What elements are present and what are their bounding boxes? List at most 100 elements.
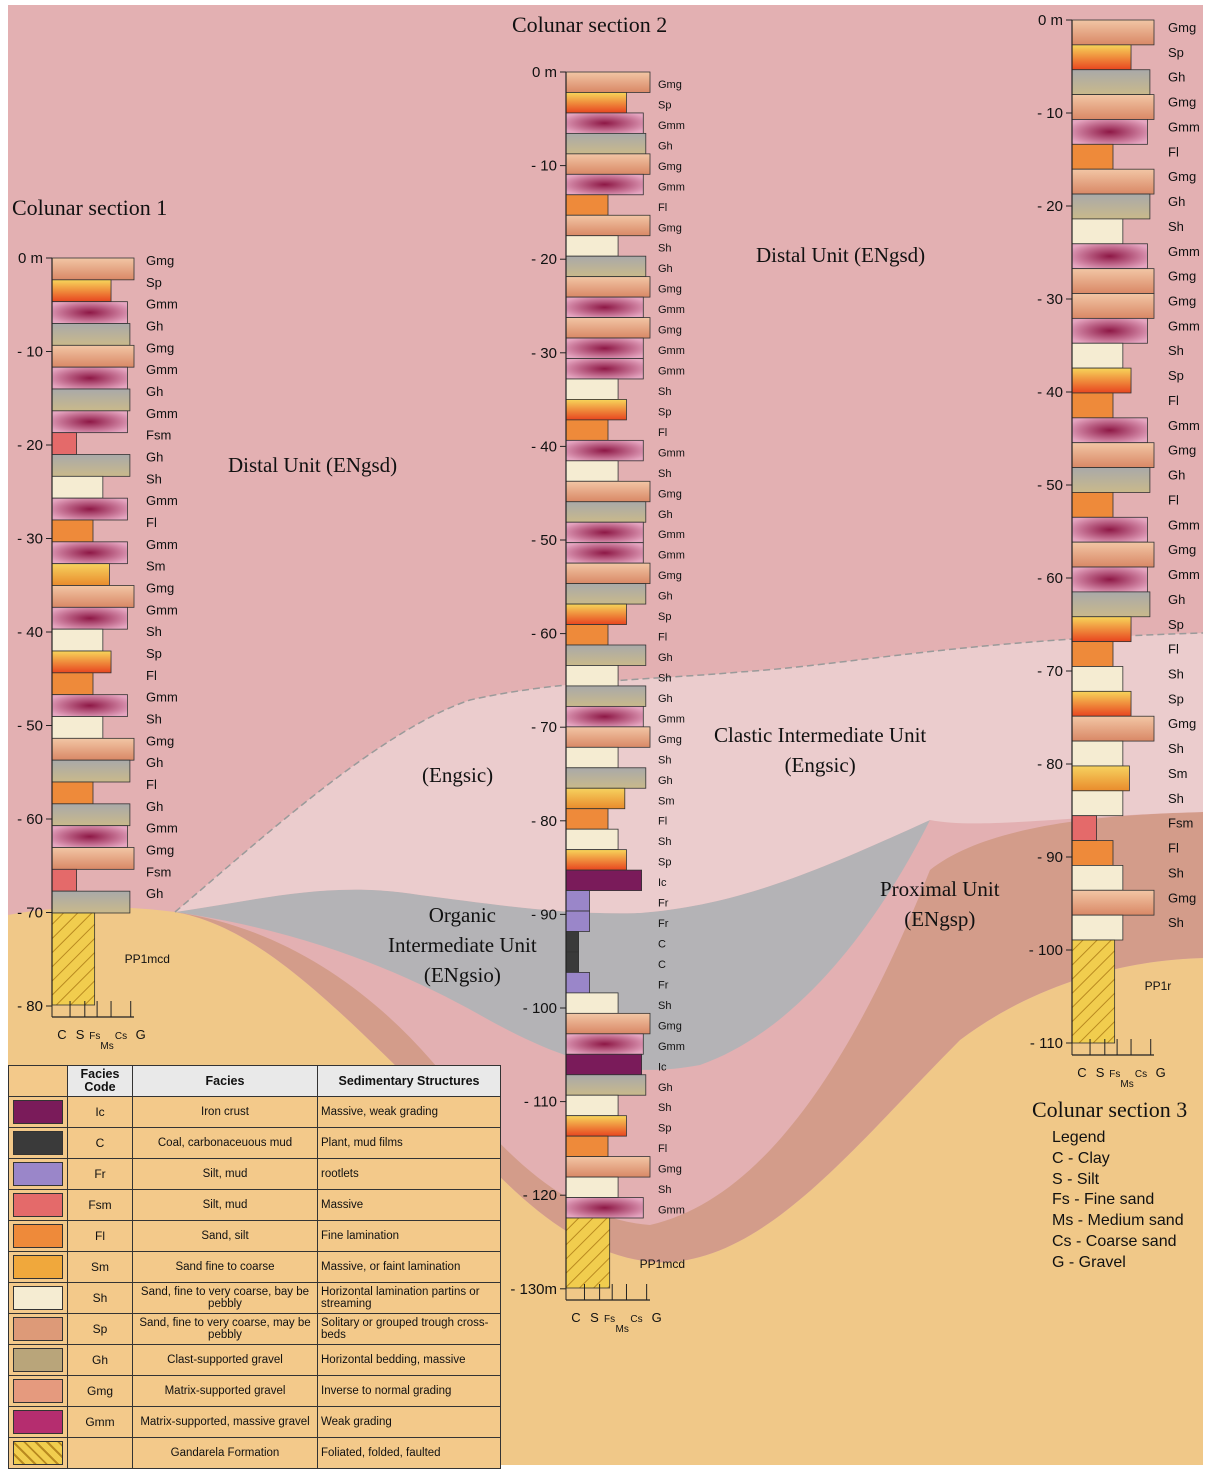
facies-label: Gmg xyxy=(658,734,682,746)
facies-label: Sh xyxy=(146,624,162,639)
facies-label: Gmg xyxy=(658,284,682,296)
facies-label: Ic xyxy=(658,1061,667,1073)
bed-sp xyxy=(1071,44,1132,71)
facies-label: Ic xyxy=(658,877,667,889)
facies-label: Gmm xyxy=(658,529,685,541)
facies-structures: Massive xyxy=(317,1189,501,1221)
facies-code: Ic xyxy=(67,1096,133,1128)
bed-sh xyxy=(1071,740,1124,767)
facies-label: Gmg xyxy=(1168,269,1196,284)
facies-label: Fsm xyxy=(146,428,171,443)
depth-label: - 30 xyxy=(1037,291,1063,308)
facies-label: Gh xyxy=(146,799,163,814)
bed-gmm xyxy=(565,173,644,196)
facies-label: Gmg xyxy=(1168,294,1196,309)
facies-label: Fl xyxy=(658,202,667,214)
legend-item: C - Clay xyxy=(1052,1149,1110,1167)
grain-size-label: S xyxy=(590,1310,599,1325)
depth-label: - 40 xyxy=(17,624,43,641)
bed-gmg xyxy=(51,847,135,870)
bed-gmm xyxy=(565,439,644,462)
bed-sh xyxy=(565,378,619,400)
facies-label: Gmm xyxy=(658,120,685,132)
facies-label: Gmg xyxy=(146,340,174,355)
bed-gmm xyxy=(51,606,128,630)
bed-gmg xyxy=(1071,442,1155,468)
depth-label: - 40 xyxy=(531,438,557,455)
facies-label: Gmm xyxy=(146,821,178,836)
legend-item: S - Silt xyxy=(1052,1170,1100,1188)
bed-gmg xyxy=(51,257,135,281)
bed-c xyxy=(565,931,580,953)
bed-gmg xyxy=(51,737,135,761)
bed-fl xyxy=(565,194,609,216)
bed-fl xyxy=(1071,392,1114,419)
facies-code: Sp xyxy=(67,1313,133,1345)
basement-bed xyxy=(51,912,96,1006)
facies-label: Fl xyxy=(146,777,157,792)
facies-label: Fl xyxy=(1168,144,1179,159)
basement-label: PP1mcd xyxy=(125,952,170,966)
facies-label: Sh xyxy=(658,1102,671,1114)
basement-label: PP1mcd xyxy=(640,1257,685,1271)
facies-label: Gmm xyxy=(658,447,685,459)
facies-swatch-cell xyxy=(8,1251,68,1283)
bed-sp xyxy=(1071,690,1132,717)
bed-gh xyxy=(565,132,647,155)
facies-swatch xyxy=(13,1286,63,1310)
depth-label: - 80 xyxy=(17,998,43,1015)
basement-label: PP1r xyxy=(1145,979,1172,993)
bed-sh xyxy=(565,992,619,1014)
distal-unit-label-right: Distal Unit (ENgsd) xyxy=(756,243,926,267)
facies-label: Gh xyxy=(658,1082,673,1094)
depth-label: - 50 xyxy=(1037,477,1063,494)
facies-swatch-cell xyxy=(8,1096,68,1128)
basement-bed xyxy=(565,1217,611,1289)
depth-label: - 120 xyxy=(523,1187,557,1204)
facies-label: Gmm xyxy=(658,1041,685,1053)
bed-gh xyxy=(1071,69,1151,95)
facies-label: Gh xyxy=(658,591,673,603)
section-2-column: GmgSpGmmGhGmgGmmFlGmgShGhGmgGmmGmgGmmGmm… xyxy=(510,64,685,1335)
facies-label: Fr xyxy=(658,918,669,930)
grain-size-label: C xyxy=(1077,1065,1086,1080)
bed-sh xyxy=(51,475,104,499)
facies-description: Matrix-supported, massive gravel xyxy=(132,1406,318,1438)
facies-label: Gmg xyxy=(1168,542,1196,557)
bed-gh xyxy=(565,644,647,666)
facies-label: Gmm xyxy=(658,713,685,725)
depth-label: - 40 xyxy=(1037,384,1063,401)
distal-unit-label-left: Distal Unit (ENgsd) xyxy=(228,453,398,477)
legend-title: Legend xyxy=(1052,1129,1106,1146)
legend-item: Cs - Coarse sand xyxy=(1052,1232,1177,1250)
bed-gmg xyxy=(1071,19,1155,46)
organic-intermediate-line-3: (ENgsio) xyxy=(423,963,501,987)
facies-swatch xyxy=(13,1317,63,1341)
facies-label: Gmm xyxy=(146,493,178,508)
bed-gmg xyxy=(1071,715,1155,742)
bed-gmg xyxy=(565,480,651,503)
depth-label: 0 m xyxy=(1038,12,1063,29)
facies-structures: Massive, or faint lamination xyxy=(317,1251,501,1283)
facies-description: Sand fine to coarse xyxy=(132,1251,318,1283)
bed-fl xyxy=(565,808,609,830)
facies-label: Gh xyxy=(146,886,163,901)
grain-size-legend: Legend C - Clay S - Silt Fs - Fine sand … xyxy=(1052,1128,1184,1274)
facies-label: Gh xyxy=(658,509,673,521)
facies-structures: Horizontal bedding, massive xyxy=(317,1344,501,1376)
bed-gh xyxy=(1071,591,1151,618)
bed-sh xyxy=(565,460,619,482)
depth-label: - 10 xyxy=(17,344,43,361)
depth-label: - 110 xyxy=(524,1094,557,1111)
bed-fl xyxy=(1071,840,1114,866)
facies-label: Sh xyxy=(1168,343,1184,358)
facies-label: C xyxy=(658,959,666,971)
bed-ic xyxy=(565,1053,642,1076)
facies-label: Sh xyxy=(658,754,671,766)
grain-size-label: G xyxy=(136,1027,146,1042)
facies-label: Sh xyxy=(658,836,671,848)
depth-label: - 100 xyxy=(523,1000,557,1017)
